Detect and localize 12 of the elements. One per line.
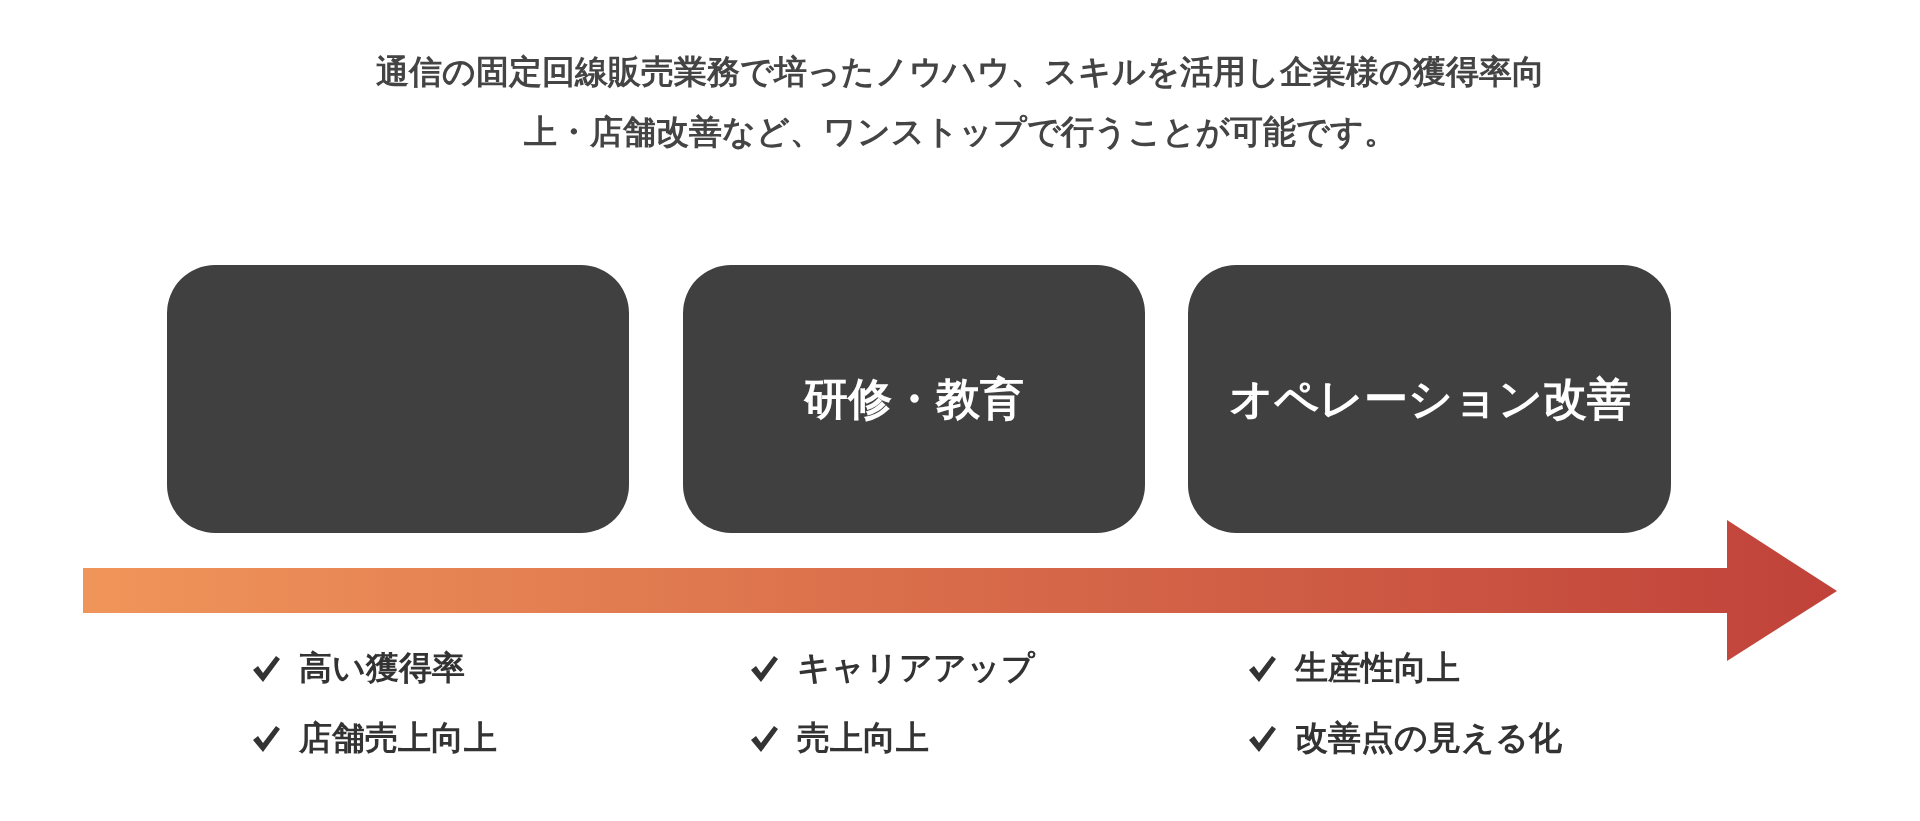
category-box xyxy=(683,265,1145,533)
benefit-item: キャリアアップ xyxy=(797,648,1035,688)
box-label: オペレーション改善 xyxy=(1228,371,1631,426)
benefit-item: 店舗売上向上 xyxy=(299,718,497,758)
category-box xyxy=(167,265,629,533)
heading: 通信の固定回線販売業務で培ったノウハウ、スキルを活用し企業様の獲得率向上・店舗改善など、ワンストップで行うことが可能です。 xyxy=(374,51,1546,153)
category-box xyxy=(1188,265,1671,533)
benefit-item: 高い獲得率 xyxy=(299,648,465,688)
box-label: 研修・教育 xyxy=(804,371,1024,426)
benefit-item: 改善点の見える化 xyxy=(1295,718,1562,758)
benefit-item: 生産性向上 xyxy=(1295,648,1460,688)
benefit-item: 売上向上 xyxy=(797,718,929,758)
